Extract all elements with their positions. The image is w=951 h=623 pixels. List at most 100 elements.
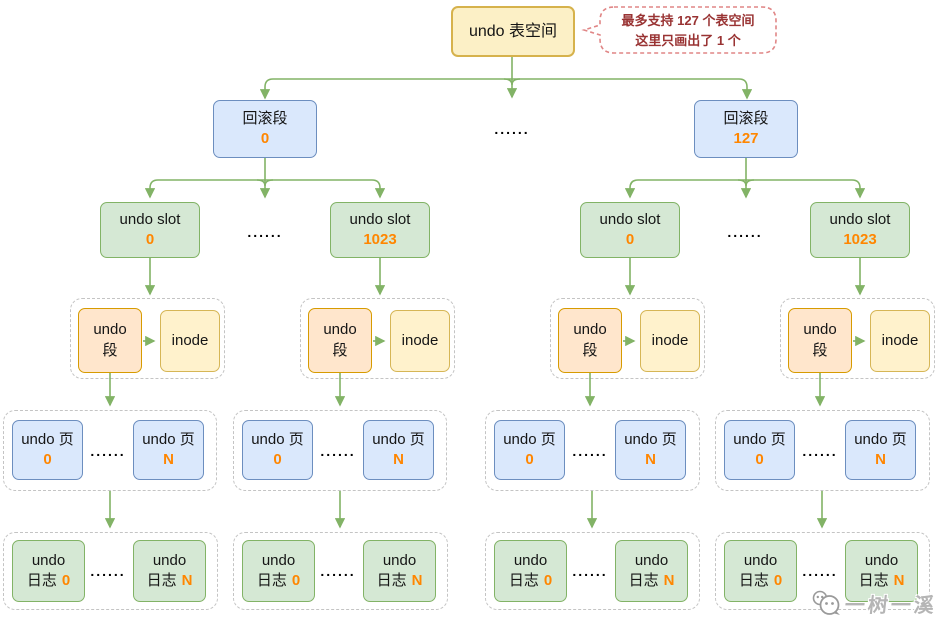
undo-page-number: N — [163, 451, 174, 468]
undo-page-label: undo 页 — [251, 430, 304, 448]
inode-label: inode — [171, 331, 209, 349]
ellipsis-slots-left: ...... — [247, 224, 283, 240]
undo-slot-1023-node-right: undo slot 1023 — [810, 202, 910, 258]
wechat-bubbles-icon — [812, 590, 840, 615]
inode-label: inode — [401, 331, 439, 349]
undo-segment-node-4: undo 段 — [788, 308, 852, 373]
undo-slot-label: undo slot — [829, 210, 891, 228]
undo-segment-label: undo — [323, 321, 357, 339]
undo-tablespace-node: undo 表空间 — [451, 6, 575, 57]
inode-label: inode — [881, 331, 919, 349]
undo-page-0-node-1: undo 页 0 — [12, 420, 83, 480]
ellipsis-pages-2: ...... — [320, 443, 356, 459]
undo-page-0-node-4: undo 页 0 — [724, 420, 795, 480]
ellipsis-pages-4: ...... — [802, 443, 838, 459]
ellipsis-pages-1: ...... — [90, 443, 126, 459]
undo-slot-0-node-right: undo slot 0 — [580, 202, 680, 258]
inode-node-2: inode — [390, 310, 450, 372]
rollback-segment-127-node: 回滚段 127 — [694, 100, 798, 158]
undo-log-number: 0 — [291, 572, 301, 589]
undo-slot-label: undo slot — [119, 210, 181, 228]
undo-log-label: undo — [634, 551, 669, 569]
undo-page-label: undo 页 — [854, 430, 907, 448]
undo-segment-label-cn: 段 — [812, 341, 828, 359]
undo-page-label: undo 页 — [21, 430, 74, 448]
undo-slot-number: 1023 — [363, 231, 397, 248]
undo-log-label-cn: 日志 — [738, 572, 769, 589]
undo-log-number: 0 — [773, 572, 783, 589]
ellipsis-logs-1: ...... — [90, 563, 126, 579]
undo-log-label: undo — [382, 551, 417, 569]
undo-log-number: N — [181, 572, 193, 589]
undo-slot-label: undo slot — [349, 210, 411, 228]
undo-slot-number: 0 — [625, 231, 635, 248]
undo-log-label-cn: 日志 — [508, 572, 539, 589]
ellipsis-logs-3: ...... — [572, 563, 608, 579]
undo-page-number: 0 — [43, 451, 52, 468]
watermark: 一树一溪 — [812, 588, 938, 618]
undo-page-number: N — [393, 451, 404, 468]
inode-node-4: inode — [870, 310, 930, 372]
ellipsis-slots-right: ...... — [727, 224, 763, 240]
undo-log-label-cn: 日志 — [146, 572, 177, 589]
undo-log-label: undo — [513, 551, 548, 569]
undo-page-label: undo 页 — [733, 430, 786, 448]
undo-log-label-cn: 日志 — [858, 572, 889, 589]
undo-page-label: undo 页 — [624, 430, 677, 448]
undo-page-label: undo 页 — [372, 430, 425, 448]
undo-log-number: N — [663, 572, 675, 589]
undo-page-n-node-3: undo 页 N — [615, 420, 686, 480]
undo-segment-node-1: undo 段 — [78, 308, 142, 373]
undo-page-0-node-2: undo 页 0 — [242, 420, 313, 480]
undo-segment-label-cn: 段 — [582, 341, 598, 359]
undo-slot-number: 1023 — [843, 231, 877, 248]
ellipsis-pages-3: ...... — [572, 443, 608, 459]
undo-log-label: undo — [743, 551, 778, 569]
undo-slot-1023-node-left: undo slot 1023 — [330, 202, 430, 258]
ellipsis-rollback: ...... — [494, 121, 530, 137]
watermark-text: 一树一溪 — [843, 594, 938, 617]
undo-segment-label: undo — [803, 321, 837, 339]
undo-log-label-cn: 日志 — [376, 572, 407, 589]
undo-page-n-node-4: undo 页 N — [845, 420, 916, 480]
undo-segment-label: undo — [93, 321, 127, 339]
undo-log-label: undo — [864, 551, 899, 569]
callout-line1: 最多支持 127 个表空间 — [621, 13, 755, 28]
undo-segment-label-cn: 段 — [102, 341, 118, 359]
ellipsis-logs-4: ...... — [802, 563, 838, 579]
rollback-segment-label: 回滚段 — [723, 109, 769, 127]
rollback-segment-number: 127 — [733, 130, 759, 147]
undo-log-label-cn: 日志 — [628, 572, 659, 589]
undo-log-number: N — [893, 572, 905, 589]
undo-log-label: undo — [152, 551, 187, 569]
callout-line2: 这里只画出了 1 个 — [635, 33, 741, 49]
undo-log-number: 0 — [61, 572, 71, 589]
undo-page-0-node-3: undo 页 0 — [494, 420, 565, 480]
callout-note: 最多支持 127 个表空间 这里只画出了 1 个 — [600, 11, 776, 51]
undo-log-label-cn: 日志 — [26, 572, 57, 589]
undo-segment-node-3: undo 段 — [558, 308, 622, 373]
inode-label: inode — [651, 331, 689, 349]
undo-page-label: undo 页 — [142, 430, 195, 448]
undo-segment-node-2: undo 段 — [308, 308, 372, 373]
rollback-segment-label: 回滚段 — [242, 109, 288, 127]
undo-slot-number: 0 — [145, 231, 155, 248]
callout-bubble — [581, 6, 777, 54]
undo-segment-label: undo — [573, 321, 607, 339]
undo-log-number: N — [411, 572, 423, 589]
inode-node-1: inode — [160, 310, 220, 372]
undo-log-number: 0 — [543, 572, 553, 589]
inode-node-3: inode — [640, 310, 700, 372]
rollback-segment-0-node: 回滚段 0 — [213, 100, 317, 158]
rollback-segment-number: 0 — [260, 130, 270, 147]
